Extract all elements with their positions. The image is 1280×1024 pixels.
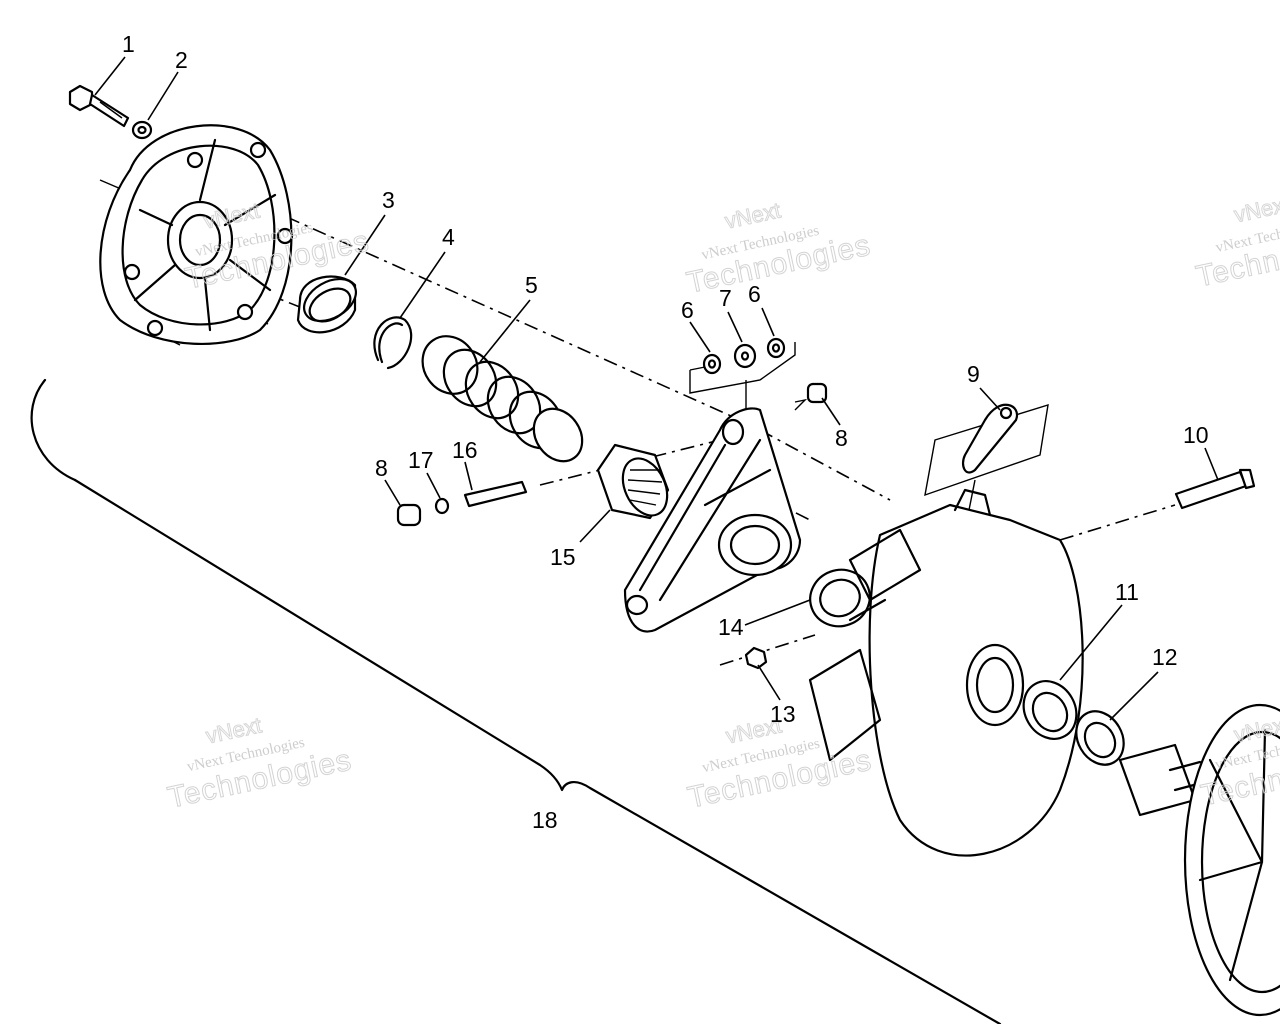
callout-13: 13 xyxy=(770,701,796,727)
watermark-line2-c: vNext xyxy=(1232,191,1280,227)
pin-part-16 xyxy=(463,480,528,508)
assembly-bracket xyxy=(30,378,1002,1024)
callout-6-left: 6 xyxy=(681,297,694,323)
callout-14: 14 xyxy=(718,614,744,640)
callout-9: 9 xyxy=(967,361,980,387)
callout-1: 1 xyxy=(122,31,135,57)
cover-plate xyxy=(99,124,294,346)
callout-16: 16 xyxy=(452,437,478,463)
spider-arm xyxy=(623,407,802,633)
callout-labels: 1 2 3 4 5 6 7 6 9 10 11 12 13 14 15 16 1… xyxy=(122,31,1209,833)
washer-part-2 xyxy=(131,120,153,140)
callout-2: 2 xyxy=(175,47,188,73)
callout-17: 17 xyxy=(408,447,434,473)
callout-10: 10 xyxy=(1183,422,1209,448)
washer-part-17 xyxy=(434,497,450,515)
callout-15: 15 xyxy=(550,544,576,570)
callout-7: 7 xyxy=(719,285,732,311)
pin-part-10 xyxy=(1174,468,1256,510)
roller-group-6-7 xyxy=(689,337,796,412)
snap-ring-part-4 xyxy=(373,316,413,370)
roller-part-8-right xyxy=(794,382,828,411)
bushing-part-12 xyxy=(1075,710,1125,766)
spring-cup-part-15 xyxy=(596,443,670,520)
clip-part-9 xyxy=(924,403,1049,516)
callout-6-right: 6 xyxy=(748,281,761,307)
callout-18: 18 xyxy=(532,807,558,833)
bolt-part-1 xyxy=(68,84,130,128)
bushing-part-11 xyxy=(1022,680,1078,740)
washer-part-14 xyxy=(809,568,871,628)
callout-12: 12 xyxy=(1152,644,1178,670)
callout-11: 11 xyxy=(1115,579,1139,605)
callout-8-right: 8 xyxy=(835,425,848,451)
callout-3: 3 xyxy=(382,187,395,213)
callout-8-left: 8 xyxy=(375,455,388,481)
callout-5: 5 xyxy=(525,272,538,298)
spring-part-5 xyxy=(421,335,584,463)
roller-part-8-left xyxy=(396,503,422,527)
nut-part-13 xyxy=(744,646,768,670)
leader-lines xyxy=(94,56,1219,721)
watermark-line2-b: vNext xyxy=(723,197,783,233)
watermark-line2-d: vNext xyxy=(204,712,264,748)
bushing-part-3 xyxy=(296,275,357,334)
callout-4: 4 xyxy=(442,224,455,250)
fixed-sheave xyxy=(1118,703,1280,1017)
moveable-sheave xyxy=(808,488,1084,857)
